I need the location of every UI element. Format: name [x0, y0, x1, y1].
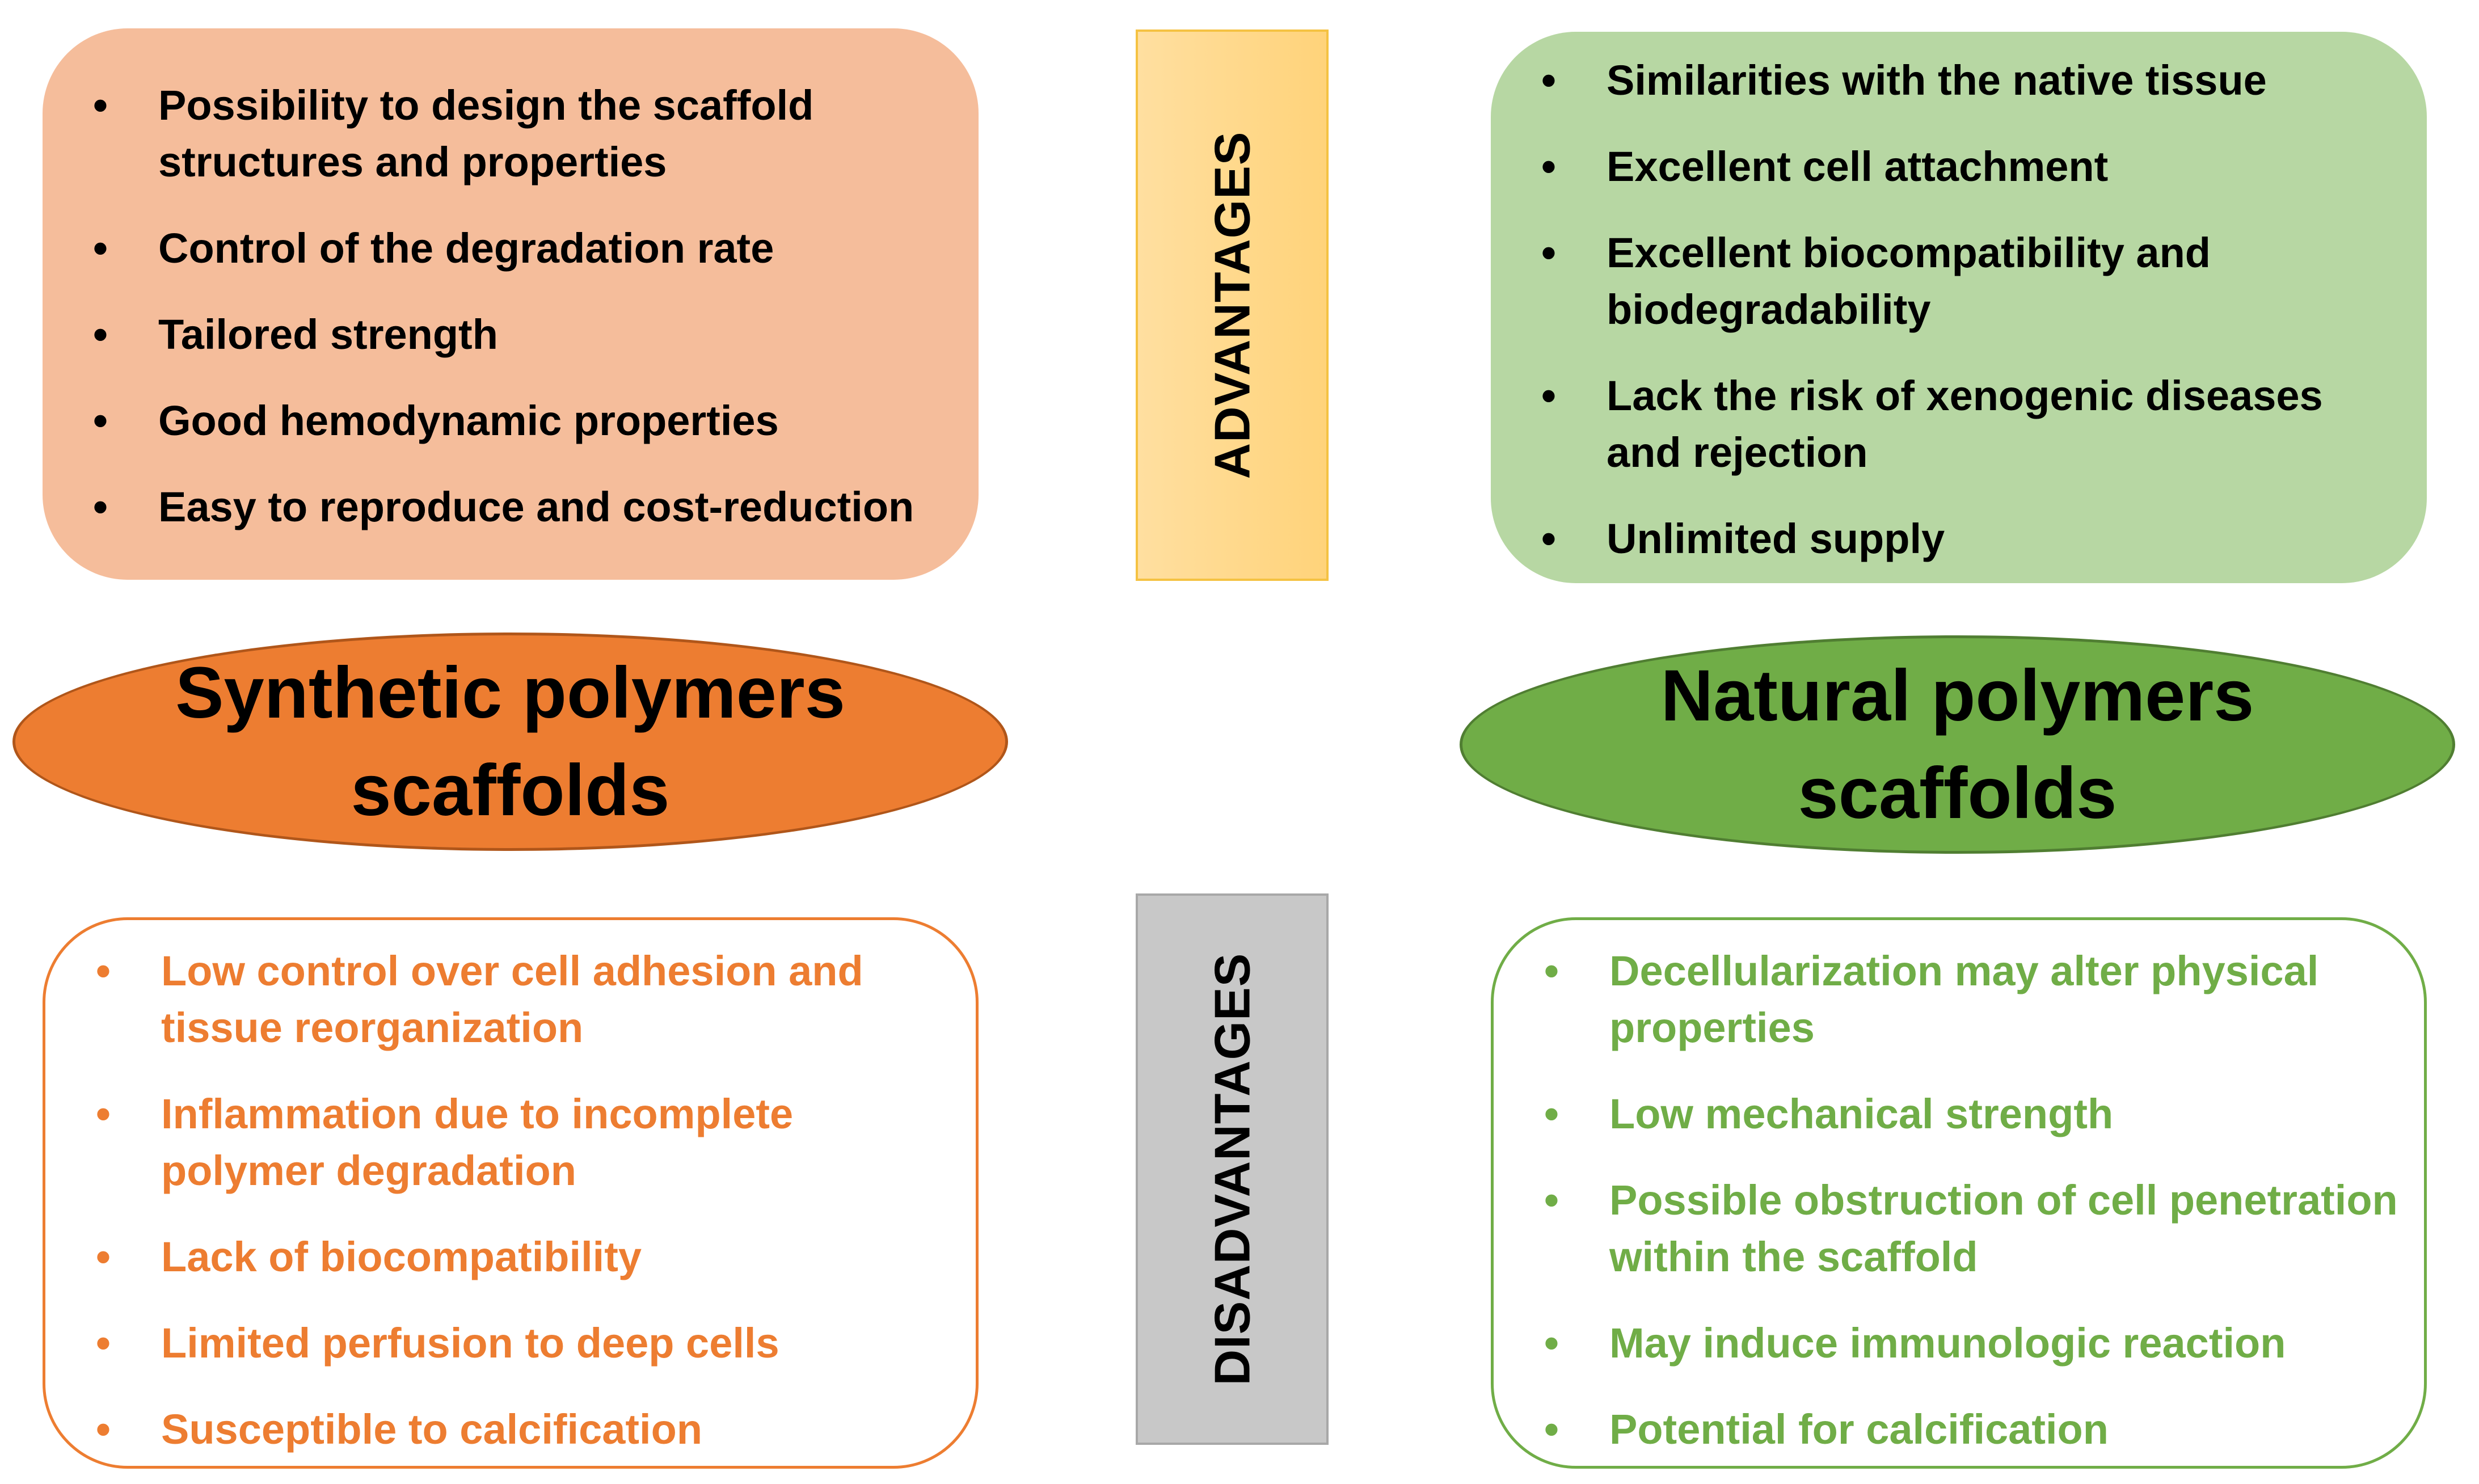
natural-title-line2: scaffolds: [1798, 752, 2117, 834]
list-item-text: Inflammation due to incomplete polymer d…: [161, 1090, 794, 1194]
list-item: • Easy to reproduce and cost-reduction: [43, 479, 956, 536]
bullet: •: [96, 947, 111, 994]
list-item: • May induce immunologic reaction: [1494, 1315, 2401, 1372]
disadvantages-label-band: DISADVANTAGES: [1136, 893, 1329, 1445]
natural-title-line1: Natural polymers: [1660, 655, 2254, 736]
list-item-text: Potential for calcification: [1609, 1406, 2109, 1453]
list-item-text: Lack the risk of xenogenic diseases and …: [1607, 372, 2323, 476]
bullet: •: [1544, 1319, 1559, 1367]
list-item-text: Low control over cell adhesion and tissu…: [161, 947, 863, 1051]
bullet: •: [96, 1090, 111, 1137]
natural-advantages-box: • Similarities with the native tissue • Ex…: [1491, 32, 2427, 583]
bullet: •: [96, 1319, 111, 1367]
list-item: • Limited perfusion to deep cells: [45, 1315, 953, 1372]
bullet: •: [1544, 1090, 1559, 1137]
bullet: •: [1541, 57, 1556, 104]
list-item: • Possibility to design the scaffold stru…: [43, 77, 956, 191]
natural-advantages-list: • Similarities with the native tissue • Ex…: [1491, 52, 2404, 567]
list-item: • Control of the degradation rate: [43, 220, 956, 277]
list-item: • Excellent cell attachment: [1491, 138, 2404, 195]
list-item: • Potential for calcification: [1494, 1401, 2401, 1458]
bullet: •: [1544, 1406, 1559, 1453]
natural-disadvantages-box: • Decellularization may alter physical pr…: [1491, 917, 2427, 1469]
list-item-text: Tailored strength: [158, 311, 498, 358]
list-item: • Susceptible to calcification: [45, 1401, 953, 1458]
synthetic-title: Synthetic polymers scaffolds: [175, 644, 845, 840]
list-item-text: Possible obstruction of cell penetration…: [1609, 1177, 2398, 1280]
list-item-text: Susceptible to calcification: [161, 1406, 703, 1453]
synthetic-advantages-list: • Possibility to design the scaffold stru…: [43, 77, 956, 536]
natural-title: Natural polymers scaffolds: [1661, 647, 2254, 842]
list-item: • Excellent biocompatibility and biodegra…: [1491, 225, 2404, 338]
synthetic-advantages-box: • Possibility to design the scaffold stru…: [43, 28, 979, 580]
list-item: • Good hemodynamic properties: [43, 393, 956, 449]
bullet: •: [93, 225, 108, 272]
list-item: • Low mechanical strength: [1494, 1086, 2401, 1142]
bullet: •: [93, 82, 108, 129]
list-item: • Decellularization may alter physical pr…: [1494, 943, 2401, 1056]
list-item-text: Low mechanical strength: [1609, 1090, 2114, 1137]
synthetic-disadvantages-list: • Low control over cell adhesion and tiss…: [45, 943, 953, 1458]
bullet: •: [1541, 229, 1556, 276]
disadvantages-label: DISADVANTAGES: [1204, 952, 1260, 1386]
list-item-text: Unlimited supply: [1607, 515, 1945, 562]
list-item: • Low control over cell adhesion and tiss…: [45, 943, 953, 1056]
list-item-text: Control of the degradation rate: [158, 225, 774, 272]
list-item: • Inflammation due to incomplete polymer …: [45, 1086, 953, 1199]
list-item: • Tailored strength: [43, 306, 956, 363]
list-item: • Unlimited supply: [1491, 511, 2404, 567]
list-item-text: Good hemodynamic properties: [158, 397, 779, 444]
bullet: •: [93, 311, 108, 358]
list-item-text: Excellent cell attachment: [1607, 143, 2109, 190]
advantages-label: ADVANTAGES: [1204, 131, 1260, 479]
synthetic-title-line2: scaffolds: [351, 749, 670, 831]
list-item-text: Easy to reproduce and cost-reduction: [158, 483, 914, 530]
bullet: •: [1544, 947, 1559, 994]
bullet: •: [93, 397, 108, 444]
list-item-text: Similarities with the native tissue: [1607, 57, 2267, 104]
list-item-text: Possibility to design the scaffold struc…: [158, 82, 814, 186]
list-item-text: Excellent biocompatibility and biodegrad…: [1607, 229, 2211, 333]
list-item-text: Lack of biocompatibility: [161, 1233, 642, 1280]
synthetic-disadvantages-box: • Low control over cell adhesion and tiss…: [43, 917, 979, 1469]
advantages-label-band: ADVANTAGES: [1136, 29, 1329, 581]
bullet: •: [93, 483, 108, 530]
bullet: •: [1541, 372, 1556, 419]
list-item-text: Decellularization may alter physical pro…: [1609, 947, 2319, 1051]
list-item-text: Limited perfusion to deep cells: [161, 1319, 779, 1367]
list-item: • Lack the risk of xenogenic diseases and…: [1491, 368, 2404, 481]
bullet: •: [1541, 143, 1556, 190]
natural-title-ellipse: Natural polymers scaffolds: [1460, 635, 2455, 854]
synthetic-title-line1: Synthetic polymers: [175, 652, 845, 733]
bullet: •: [96, 1233, 111, 1280]
list-item: • Possible obstruction of cell penetratio…: [1494, 1172, 2401, 1285]
bullet: •: [1544, 1177, 1559, 1224]
list-item: • Lack of biocompatibility: [45, 1229, 953, 1285]
bullet: •: [1541, 515, 1556, 562]
synthetic-title-ellipse: Synthetic polymers scaffolds: [12, 633, 1008, 851]
list-item-text: May induce immunologic reaction: [1609, 1319, 2286, 1367]
bullet: •: [96, 1406, 111, 1453]
list-item: • Similarities with the native tissue: [1491, 52, 2404, 109]
natural-disadvantages-list: • Decellularization may alter physical pr…: [1494, 943, 2401, 1458]
